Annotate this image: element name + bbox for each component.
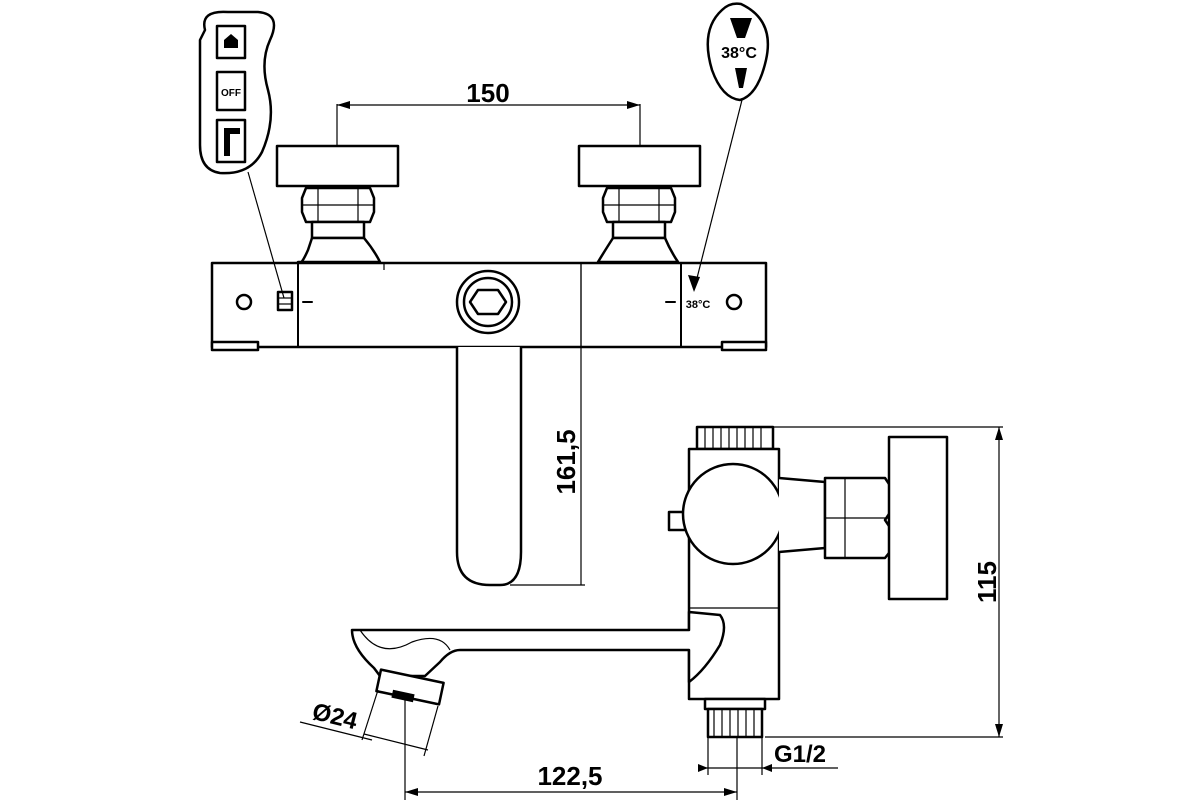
- selector-callout: OFF: [198, 10, 285, 299]
- dimension-width: 150: [336, 78, 641, 147]
- dimension-body-height-label: 115: [972, 561, 1002, 603]
- dimension-side-reach-label: 122,5: [537, 761, 602, 791]
- left-wall-connector: [275, 144, 400, 277]
- bottom-thread: [703, 697, 767, 739]
- temperature-mark-small: 38°C: [686, 299, 711, 311]
- temperature-callout: 38°C: [688, 2, 770, 292]
- front-view: 150: [198, 2, 770, 587]
- side-body: [667, 435, 949, 701]
- thermostat-body: 38°C: [210, 261, 768, 352]
- dimension-thread: G1/2: [698, 737, 838, 775]
- dimension-front-reach: 161,5: [510, 263, 585, 586]
- dimension-front-reach-label: 161,5: [551, 429, 581, 494]
- dimension-body-height: 115: [765, 426, 1003, 738]
- dimension-side-reach: 122,5: [404, 700, 738, 800]
- temperature-mark-large: 38°C: [721, 45, 757, 62]
- dimension-diameter-label: Ø24: [310, 698, 361, 735]
- side-spout: [350, 610, 726, 706]
- right-wall-connector: [577, 144, 702, 278]
- side-view: 115 Ø24 122,5 G1/2: [299, 425, 1003, 800]
- selector-off-label: OFF: [221, 88, 241, 99]
- front-spout: [455, 347, 523, 587]
- top-thread: [695, 425, 775, 451]
- dimension-width-label: 150: [466, 78, 509, 108]
- dimension-thread-label: G1/2: [774, 741, 826, 768]
